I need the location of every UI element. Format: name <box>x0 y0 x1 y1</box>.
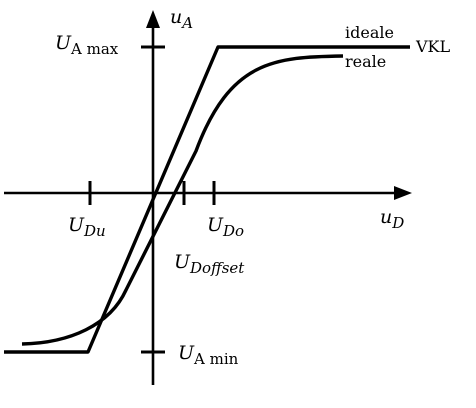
horizontal-axis-label: uD <box>380 206 404 232</box>
ideal-transfer-curve <box>4 45 410 354</box>
ideal-curve-label: ideale <box>345 23 394 42</box>
vkl-label: VKL <box>415 37 451 56</box>
udo-label: UDo <box>207 214 244 240</box>
udoffset-label: UDoffset <box>174 251 245 277</box>
horizontal-axis-arrowhead <box>394 186 412 200</box>
vertical-axis-label: uA <box>170 6 193 32</box>
ua-max-label: UA max <box>55 32 119 58</box>
real-transfer-curve <box>21 54 344 346</box>
vertical-axis-arrowhead <box>146 10 160 28</box>
ua-min-label: UA min <box>178 342 239 368</box>
udu-label: UDu <box>68 214 106 240</box>
real-curve-label: reale <box>345 52 386 71</box>
